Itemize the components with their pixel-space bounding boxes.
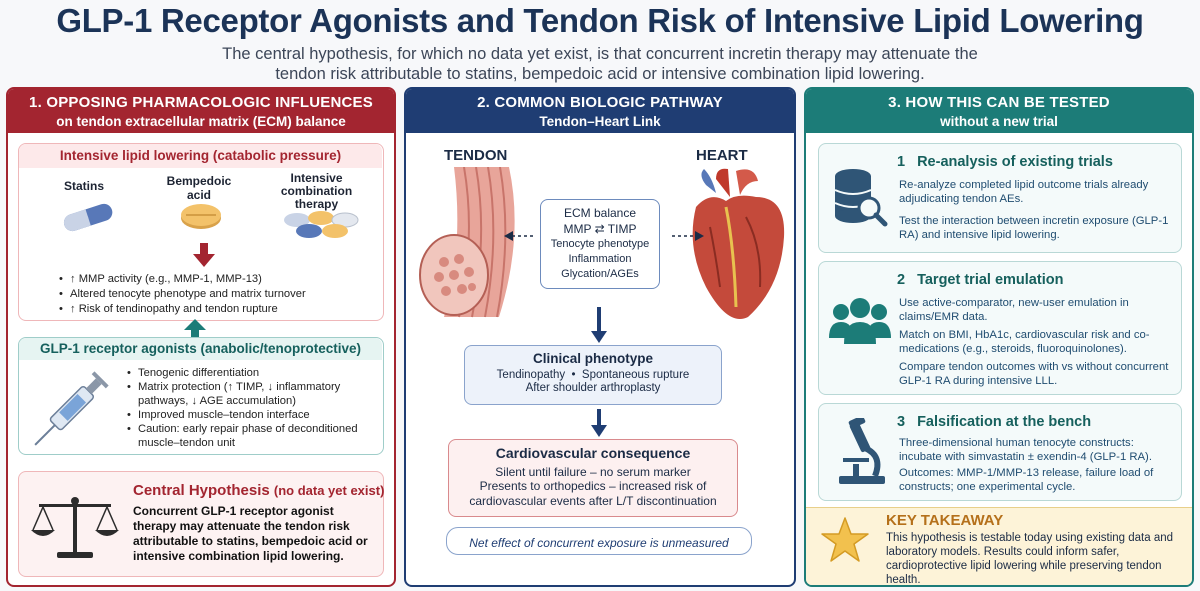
drug-label-bempedoic: Bempedoic acid bbox=[166, 174, 232, 202]
microscope-icon bbox=[839, 418, 885, 484]
panel1-header: 1. OPPOSING PHARMACOLOGIC INFLUENCES on … bbox=[8, 89, 394, 133]
panel3-heading: 3. HOW THIS CAN BE TESTED bbox=[888, 94, 1110, 111]
pills-group-icon bbox=[284, 211, 359, 238]
glp1-effects-list: Tenogenic differentiation Matrix protect… bbox=[127, 366, 372, 450]
pathway-item: MMP ⇄ TIMP bbox=[563, 222, 637, 236]
panel2-header: 2. COMMON BIOLOGIC PATHWAY Tendon–Heart … bbox=[406, 89, 794, 133]
panel1-heading: 1. OPPOSING PHARMACOLOGIC INFLUENCES bbox=[29, 94, 373, 111]
test-card-reanalysis: 1 Re-analysis of existing trials Re-analy… bbox=[818, 143, 1182, 253]
takeaway-title: KEY TAKEAWAY bbox=[886, 512, 1004, 529]
down-arrow-icon bbox=[193, 243, 215, 267]
key-takeaway-box: KEY TAKEAWAY This hypothesis is testable… bbox=[806, 507, 1192, 586]
card2-number: 2 bbox=[897, 272, 906, 288]
pathway-item: ECM balance bbox=[563, 206, 637, 220]
pill-capsule-icon bbox=[63, 203, 113, 232]
card1-title-text: Re-analysis of existing trials bbox=[917, 154, 1113, 170]
net-effect-text: Net effect of concurrent exposure is unm… bbox=[469, 536, 729, 550]
hypothesis-text: Concurrent GLP-1 receptor agonist therap… bbox=[133, 504, 368, 563]
pathway-box: ECM balance MMP ⇄ TIMP Tenocyte phenotyp… bbox=[540, 199, 660, 289]
down-arrow-icon bbox=[591, 307, 607, 343]
pathway-item: Inflammation bbox=[568, 253, 632, 265]
tendon-illustration bbox=[419, 167, 515, 318]
database-search-icon bbox=[834, 169, 888, 227]
list-item: Caution: early repair phase of deconditi… bbox=[127, 422, 372, 450]
pathway-item: Tenocyte phenotype bbox=[550, 238, 650, 250]
card3-number: 3 bbox=[897, 414, 906, 430]
down-arrow-icon bbox=[591, 409, 607, 437]
cardiovascular-line1: Silent until failure – no serum marker bbox=[495, 465, 691, 479]
page-title: GLP-1 Receptor Agonists and Tendon Risk … bbox=[56, 2, 1144, 39]
arrows-to-organs bbox=[504, 231, 704, 241]
card3-text-2: Outcomes: MMP-1/MMP-13 release, failure … bbox=[899, 467, 1154, 493]
clinical-phenotype-line2: After shoulder arthroplasty bbox=[525, 382, 661, 394]
panel2-subheading: Tendon–Heart Link bbox=[539, 114, 661, 129]
syringe-icon bbox=[34, 371, 109, 446]
tendon-label: TENDON bbox=[444, 147, 508, 164]
up-arrow-icon bbox=[184, 319, 206, 341]
glp1-title: GLP-1 receptor agonists (anabolic/tenopr… bbox=[19, 338, 382, 360]
panel2-heading: 2. COMMON BIOLOGIC PATHWAY bbox=[477, 94, 723, 111]
panel-how-tested: 3. HOW THIS CAN BE TESTED without a new … bbox=[804, 87, 1194, 587]
card2-text-2: Match on BMI, HbA1c, cardiovascular risk… bbox=[899, 329, 1150, 355]
panel3-subheading: without a new trial bbox=[940, 114, 1058, 129]
panel-common-pathway: 2. COMMON BIOLOGIC PATHWAY Tendon–Heart … bbox=[404, 87, 796, 587]
cardiovascular-box: Cardiovascular consequence Silent until … bbox=[448, 439, 738, 517]
test-card-bench: 3 Falsification at the bench Three-dimens… bbox=[818, 403, 1182, 501]
test-card-emulation: 2 Target trial emulation Use active-compa… bbox=[818, 261, 1182, 395]
heart-label: HEART bbox=[696, 147, 748, 164]
drug-label-combination: Intensive combination therapy bbox=[280, 171, 353, 211]
list-item: Tenogenic differentiation bbox=[127, 366, 372, 380]
clinical-phenotype-box: Clinical phenotype Tendinopathy • Sponta… bbox=[464, 345, 722, 405]
card3-title: 3 Falsification at the bench bbox=[897, 414, 1103, 430]
page-subtitle: The central hypothesis, for which no dat… bbox=[222, 45, 978, 83]
pathway-item: Glycation/AGEs bbox=[561, 268, 639, 280]
list-item: ↑ MMP activity (e.g., MMP-1, MMP-13) bbox=[59, 272, 306, 286]
card1-number: 1 bbox=[897, 154, 906, 170]
tablet-icon bbox=[181, 204, 221, 229]
panel3-header: 3. HOW THIS CAN BE TESTED without a new … bbox=[806, 89, 1192, 133]
hypothesis-title: Central Hypothesis (no data yet exist) bbox=[133, 482, 384, 499]
heart-illustration bbox=[692, 168, 785, 319]
card2-title: 2 Target trial emulation bbox=[897, 272, 1075, 288]
central-hypothesis-box: Central Hypothesis (no data yet exist) C… bbox=[18, 471, 384, 577]
balance-scale-icon bbox=[31, 497, 119, 558]
lipid-lowering-title: Intensive lipid lowering (catabolic pres… bbox=[19, 144, 382, 168]
hypothesis-title-note: (no data yet exist) bbox=[273, 483, 385, 498]
card1-text-2: Test the interaction between incretin ex… bbox=[899, 215, 1169, 241]
takeaway-text: This hypothesis is testable today using … bbox=[886, 532, 1174, 586]
card1-title: 1 Re-analysis of existing trials bbox=[897, 154, 1125, 170]
card3-title-text: Falsification at the bench bbox=[917, 414, 1092, 430]
panel1-subheading: on tendon extracellular matrix (ECM) bal… bbox=[56, 114, 346, 129]
card3-text-1: Three-dimensional human tenocyte constru… bbox=[899, 437, 1152, 463]
net-effect-box: Net effect of concurrent exposure is unm… bbox=[446, 527, 752, 555]
card2-text-1: Use active-comparator, new-user emulatio… bbox=[899, 297, 1129, 323]
hypothesis-title-main: Central Hypothesis bbox=[133, 482, 270, 499]
people-group-icon bbox=[829, 298, 891, 344]
lipid-lowering-box: Intensive lipid lowering (catabolic pres… bbox=[18, 143, 384, 321]
card2-text-3: Compare tendon outcomes with vs without … bbox=[899, 361, 1169, 387]
glp1-box: GLP-1 receptor agonists (anabolic/tenopr… bbox=[18, 337, 384, 455]
card1-text-1: Re-analyze completed lipid outcome trial… bbox=[899, 179, 1149, 205]
list-item: ↑ Risk of tendinopathy and tendon ruptur… bbox=[59, 302, 306, 316]
card2-title-text: Target trial emulation bbox=[917, 272, 1064, 288]
cardiovascular-title: Cardiovascular consequence bbox=[495, 445, 691, 461]
clinical-phenotype-line1: Tendinopathy • Spontaneous rupture bbox=[496, 369, 690, 381]
lipid-effects-list: ↑ MMP activity (e.g., MMP-1, MMP-13) Alt… bbox=[59, 272, 306, 316]
list-item: Altered tenocyte phenotype and matrix tu… bbox=[59, 287, 306, 301]
list-item: Matrix protection (↑ TIMP, ↓ inflammator… bbox=[127, 380, 372, 408]
clinical-phenotype-title: Clinical phenotype bbox=[532, 351, 654, 366]
cardiovascular-line2: Presents to orthopedics – increased risk… bbox=[469, 479, 717, 508]
star-icon bbox=[821, 517, 869, 562]
panel-opposing-influences: 1. OPPOSING PHARMACOLOGIC INFLUENCES on … bbox=[6, 87, 396, 587]
list-item: Improved muscle–tendon interface bbox=[127, 408, 372, 422]
drug-label-statins: Statins bbox=[63, 179, 104, 193]
